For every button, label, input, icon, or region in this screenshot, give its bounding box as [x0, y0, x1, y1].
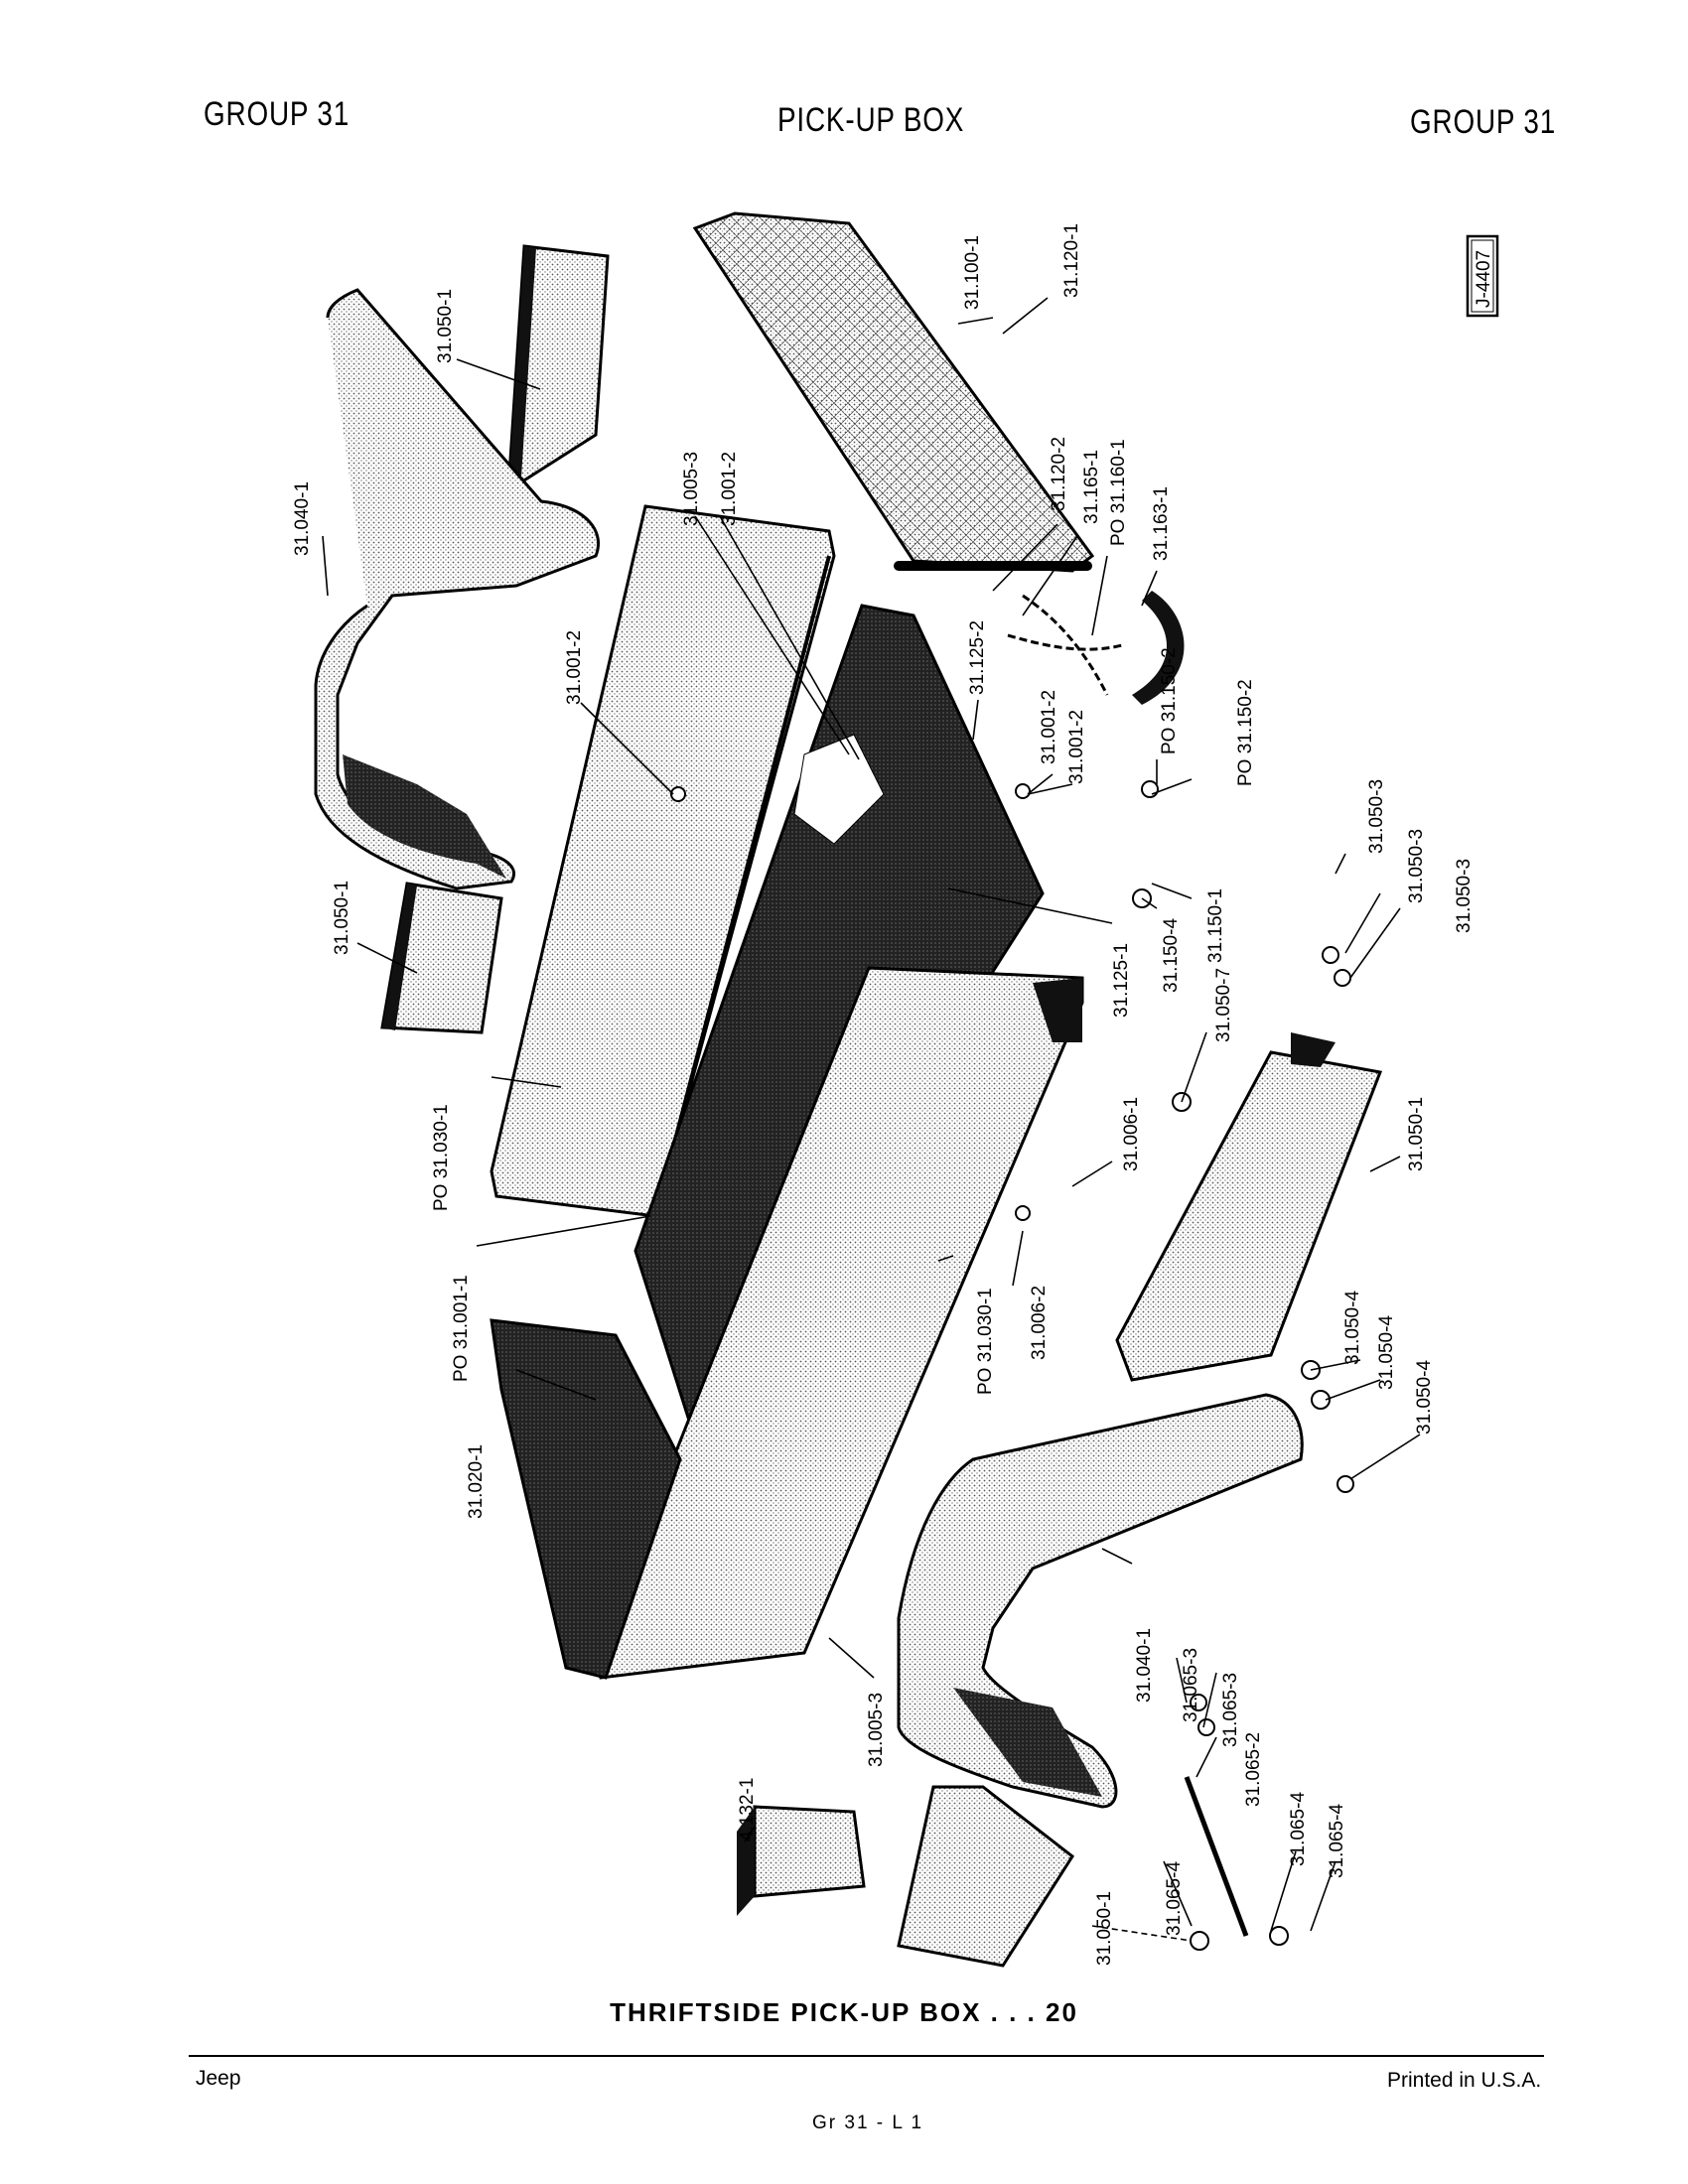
label-po-31-150-2-b: PO 31.150-2 [1235, 679, 1256, 786]
label-po-31-150-2-a: PO 31.150-2 [1159, 647, 1180, 754]
label-po-31-001-1: PO 31.001-1 [451, 1275, 472, 1382]
footer-page-number: Gr 31 - L 1 [812, 2113, 924, 2133]
label-31-006-2: 31.006-2 [1029, 1286, 1050, 1360]
label-31-050-3-c: 31.050-3 [1454, 859, 1475, 933]
label-31-050-3-b: 31.050-3 [1406, 829, 1427, 903]
part-support-rod [1184, 1694, 1289, 1951]
page-title: PICK-UP BOX [777, 101, 965, 139]
label-31-065-4-c: 31.065-4 [1327, 1804, 1347, 1878]
label-31-001-2-c: 31.001-2 [1039, 690, 1059, 764]
label-31-006-1: 31.006-1 [1121, 1097, 1142, 1171]
label-po-31-030-1-a: PO 31.030-1 [431, 1104, 452, 1211]
label-31-050-3-a: 31.050-3 [1366, 779, 1387, 854]
label-31-050-4-a: 31.050-4 [1342, 1291, 1363, 1365]
label-po-31-030-1-b: PO 31.030-1 [975, 1288, 996, 1395]
part-right-bracket [1115, 1032, 1383, 1382]
label-31-050-4-c: 31.050-4 [1414, 1360, 1435, 1434]
label-31-150-1: 31.150-1 [1205, 888, 1226, 963]
label-31-001-2-a: 31.001-2 [564, 630, 585, 705]
label-31-165-1: 31.165-1 [1081, 450, 1102, 524]
part-left-fender [314, 288, 601, 890]
label-31-125-2: 31.125-2 [967, 620, 988, 695]
leader-lines [322, 297, 1421, 1942]
label-31-020-1: 31.020-1 [466, 1444, 487, 1519]
part-left-bracket [380, 882, 503, 1034]
label-31-120-2: 31.120-2 [1049, 437, 1069, 511]
label-31-050-1-a: 31.050-1 [435, 289, 456, 363]
label-31-050-7: 31.050-7 [1213, 968, 1234, 1042]
label-31-100-1: 31.100-1 [962, 235, 983, 310]
label-31-150-4: 31.150-4 [1161, 918, 1182, 993]
label-31-050-1-d: 31.050-1 [1094, 1891, 1115, 1966]
label-31-050-4-b: 31.050-4 [1376, 1315, 1397, 1390]
label-31-001-2-d: 31.001-2 [1066, 710, 1087, 784]
footer-rule [189, 2055, 1544, 2057]
label-31-050-1-c: 31.050-1 [1406, 1097, 1427, 1171]
label-31-065-2: 31.065-2 [1243, 1732, 1264, 1807]
label-4-132-1: 4.132-1 [737, 1778, 758, 1842]
part-tailgate-chain [1007, 591, 1185, 705]
label-31-163-1: 31.163-1 [1151, 486, 1172, 561]
part-front-panel [490, 1318, 682, 1680]
label-po-31-160-1: PO 31.160-1 [1108, 439, 1129, 546]
label-31-040-1-b: 31.040-1 [1134, 1628, 1155, 1703]
label-31-120-1: 31.120-1 [1061, 223, 1082, 298]
label-31-040-1-a: 31.040-1 [292, 481, 313, 556]
header-right: GROUP 31 [1410, 103, 1557, 141]
label-31-065-4-b: 31.065-4 [1288, 1792, 1309, 1866]
label-31-125-1: 31.125-1 [1111, 943, 1132, 1018]
footer-brand: Jeep [196, 2067, 241, 2090]
figure-id-box: J-4407 [1466, 234, 1499, 318]
callout-labels: 31.050-1 31.040-1 31.050-1 31.001-2 31.0… [292, 223, 1475, 1966]
label-31-065-3-a: 31.065-3 [1181, 1648, 1201, 1722]
figure-caption: THRIFTSIDE PICK-UP BOX . . . 20 [610, 1997, 1078, 2027]
header-left: GROUP 31 [204, 95, 351, 133]
part-lower-bracket [897, 1785, 1074, 1968]
label-31-005-3-b: 31.005-3 [866, 1693, 887, 1767]
part-front-panel-top-left [506, 244, 610, 493]
label-31-001-2-b: 31.001-2 [719, 452, 740, 526]
part-tailgate [692, 211, 1095, 573]
footer-printed: Printed in U.S.A. [1387, 2069, 1542, 2092]
label-31-005-3-a: 31.005-3 [681, 452, 702, 526]
label-31-050-1-b: 31.050-1 [332, 881, 352, 955]
part-right-fender [897, 1393, 1304, 1809]
figure-id: J-4407 [1474, 250, 1494, 308]
label-31-065-3-b: 31.065-3 [1220, 1673, 1241, 1747]
label-31-065-4-a: 31.065-4 [1164, 1861, 1185, 1936]
